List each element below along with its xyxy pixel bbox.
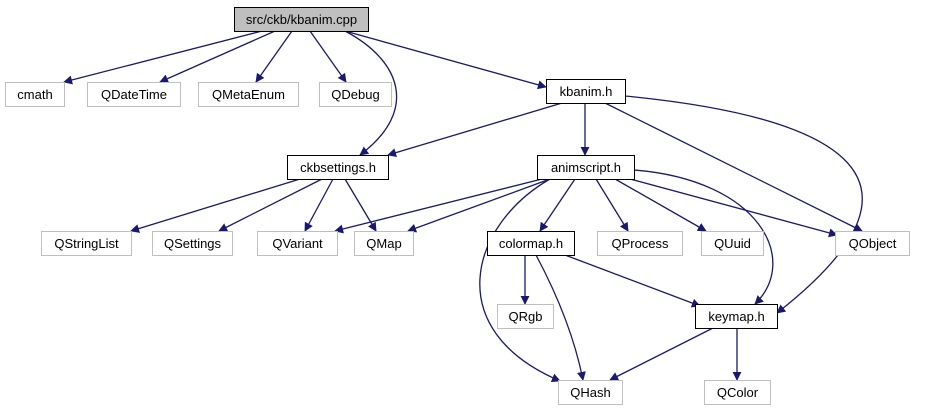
node-qhash: QHash bbox=[558, 380, 623, 405]
edge-kbanim-cpp-to-qdebug bbox=[309, 30, 347, 83]
node-kbanim-cpp: src/ckb/kbanim.cpp bbox=[234, 7, 369, 32]
edge-colormap-h-to-qhash bbox=[535, 254, 586, 381]
node-label: QDebug bbox=[331, 87, 379, 102]
edge-kbanim-cpp-to-qdatetime bbox=[159, 30, 276, 83]
node-box bbox=[234, 7, 369, 32]
edge-layer bbox=[63, 30, 863, 382]
node-box bbox=[701, 231, 764, 256]
node-qvariant: QVariant bbox=[257, 231, 338, 256]
edge-animscript-h-to-qobject bbox=[629, 178, 838, 238]
edge-kbanim-h-to-keymap-h bbox=[624, 95, 863, 314]
node-label: QColor bbox=[717, 385, 759, 400]
node-qsettings: QSettings bbox=[152, 231, 233, 256]
node-label: keymap.h bbox=[708, 309, 764, 324]
edge-keymap-h-to-qhash bbox=[609, 327, 714, 381]
edge-ckbsettings-h-to-qstringlist bbox=[130, 178, 301, 233]
edge-animscript-h-to-qprocess bbox=[595, 178, 629, 232]
node-box bbox=[704, 380, 771, 405]
edge-kbanim-h-to-ckbsettings-h bbox=[387, 102, 563, 157]
node-label: animscript.h bbox=[551, 160, 621, 175]
node-ckbsettings-h[interactable]: ckbsettings.h bbox=[287, 155, 389, 180]
node-colormap-h[interactable]: colormap.h bbox=[487, 231, 575, 256]
node-box bbox=[287, 155, 389, 180]
edge-kbanim-h-to-qobject bbox=[604, 102, 863, 232]
node-box bbox=[537, 155, 635, 180]
node-cmath: cmath bbox=[5, 82, 65, 107]
edge-animscript-h-to-quuid bbox=[614, 178, 707, 232]
edge-colormap-h-to-keymap-h bbox=[564, 254, 701, 308]
node-animscript-h[interactable]: animscript.h bbox=[537, 155, 635, 180]
edge-animscript-h-to-colormap-h bbox=[539, 178, 576, 232]
node-box bbox=[319, 82, 392, 107]
node-label: kbanim.h bbox=[560, 84, 613, 99]
node-box bbox=[597, 231, 683, 256]
node-label: QObject bbox=[849, 236, 897, 251]
node-box bbox=[835, 231, 910, 256]
node-box bbox=[198, 82, 299, 107]
node-label: QRgb bbox=[509, 309, 543, 324]
node-qdatetime: QDateTime bbox=[87, 82, 181, 107]
node-label: ckbsettings.h bbox=[300, 160, 376, 175]
node-label: QMetaEnum bbox=[212, 87, 285, 102]
node-label: QDateTime bbox=[101, 87, 167, 102]
node-qcolor: QColor bbox=[704, 380, 771, 405]
node-box bbox=[5, 82, 65, 107]
node-box bbox=[695, 304, 778, 329]
node-box bbox=[497, 304, 554, 329]
node-kbanim-h[interactable]: kbanim.h bbox=[546, 79, 626, 104]
node-box bbox=[558, 380, 623, 405]
node-qdebug: QDebug bbox=[319, 82, 392, 107]
edge-ckbsettings-h-to-qmap bbox=[344, 178, 377, 232]
node-qmap: QMap bbox=[354, 231, 414, 256]
node-box bbox=[257, 231, 338, 256]
node-label: colormap.h bbox=[499, 236, 563, 251]
node-qmetaenum: QMetaEnum bbox=[198, 82, 299, 107]
edge-animscript-h-to-qhash bbox=[479, 178, 561, 382]
edge-animscript-h-to-qmap bbox=[407, 178, 551, 233]
node-label: QHash bbox=[570, 385, 610, 400]
edge-kbanim-cpp-to-kbanim-h bbox=[344, 30, 547, 90]
edge-kbanim-cpp-to-qmetaenum bbox=[255, 30, 293, 83]
edge-kbanim-cpp-to-ckbsettings-h bbox=[344, 30, 398, 156]
node-layer: src/ckb/kbanim.cpp cmath QDateTime QMetaEnu… bbox=[5, 7, 910, 405]
edge-ckbsettings-h-to-qvariant bbox=[304, 178, 334, 232]
edge-animscript-h-to-keymap-h bbox=[633, 169, 774, 305]
node-box bbox=[487, 231, 575, 256]
node-label: cmath bbox=[17, 87, 52, 102]
node-label: QProcess bbox=[611, 236, 669, 251]
node-label: QStringList bbox=[54, 236, 119, 251]
node-label: QMap bbox=[366, 236, 401, 251]
node-qobject: QObject bbox=[835, 231, 910, 256]
edge-ckbsettings-h-to-qsettings bbox=[218, 178, 323, 232]
node-box bbox=[41, 231, 132, 256]
node-box bbox=[546, 79, 626, 104]
node-label: QUuid bbox=[714, 236, 751, 251]
node-label: QSettings bbox=[164, 236, 222, 251]
node-box bbox=[354, 231, 414, 256]
node-box bbox=[87, 82, 181, 107]
node-quuid: QUuid bbox=[701, 231, 764, 256]
node-qprocess: QProcess bbox=[597, 231, 683, 256]
node-label: QVariant bbox=[272, 236, 323, 251]
edge-animscript-h-to-qvariant bbox=[334, 178, 543, 234]
node-qrgb: QRgb bbox=[497, 304, 554, 329]
node-label: src/ckb/kbanim.cpp bbox=[246, 12, 357, 27]
edge-kbanim-cpp-to-cmath bbox=[63, 30, 263, 85]
node-box bbox=[152, 231, 233, 256]
node-keymap-h[interactable]: keymap.h bbox=[695, 304, 778, 329]
node-qstringlist: QStringList bbox=[41, 231, 132, 256]
